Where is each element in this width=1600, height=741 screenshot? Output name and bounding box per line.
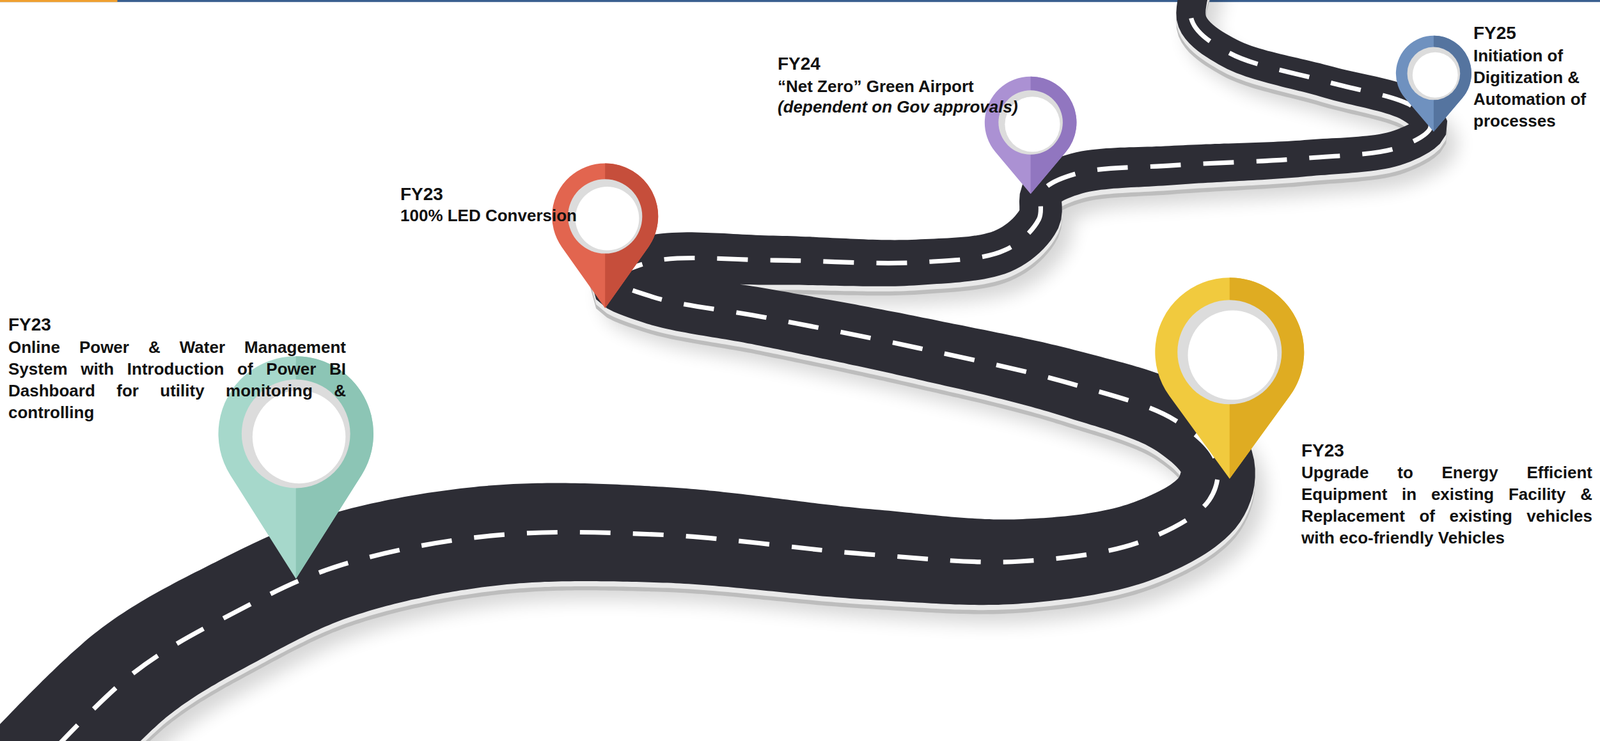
milestone-year: FY23 xyxy=(1301,440,1593,462)
milestone-text: Online Power & Water Management System w… xyxy=(8,336,346,424)
milestone-year: FY25 xyxy=(1473,23,1594,44)
pin-ring xyxy=(1177,299,1282,405)
pin-hole xyxy=(575,186,640,251)
road xyxy=(0,0,1458,741)
road-surface xyxy=(0,0,1448,741)
pin-hole xyxy=(1188,310,1278,401)
map-pin xyxy=(551,163,659,309)
pin-hole xyxy=(252,390,346,485)
pin-ring xyxy=(567,179,643,254)
milestone-text: Upgrade to Energy Efficient Equipment in… xyxy=(1301,461,1593,549)
pin-hole xyxy=(1412,52,1459,98)
pin-body xyxy=(1396,35,1472,132)
milestone-text: “Net Zero” Green Airport xyxy=(777,75,974,98)
milestone-text: 100% LED Conversion xyxy=(400,204,577,227)
pin-body xyxy=(984,76,1077,195)
milestone-text: Initiation of Digitization & Automation … xyxy=(1473,44,1594,132)
top-accent xyxy=(0,0,118,2)
pins xyxy=(218,35,1471,579)
pin-body xyxy=(1154,277,1304,479)
milestone-year: FY24 xyxy=(777,53,821,75)
pin-body xyxy=(551,163,659,309)
pin-ring xyxy=(1407,47,1461,101)
milestone-year: FY23 xyxy=(400,184,444,205)
top-rule xyxy=(0,0,1600,2)
map-pin xyxy=(984,76,1077,195)
map-pin xyxy=(1396,35,1472,132)
milestone-note: (dependent on Gov approvals) xyxy=(777,95,1019,118)
map-pin xyxy=(1154,277,1304,479)
milestone-year: FY23 xyxy=(8,314,52,336)
